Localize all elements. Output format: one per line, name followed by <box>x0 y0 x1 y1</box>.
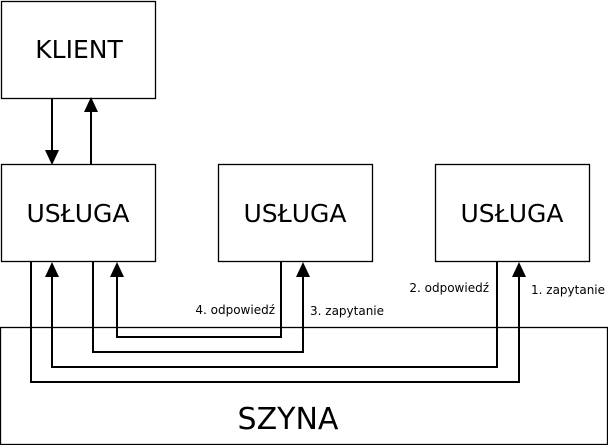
bus-label: SZYNA <box>238 402 339 437</box>
client-label: KLIENT <box>35 35 123 64</box>
request-path-right <box>30 262 520 383</box>
middle-response-label: 4. odpowiedź <box>195 303 275 317</box>
service-left-box <box>0 163 157 263</box>
client-to-service-arrowhead <box>45 150 59 165</box>
service-to-client-arrowhead <box>84 97 98 112</box>
request-middle-arrowhead <box>296 262 310 277</box>
right-response-label: 2. odpowiedź <box>409 281 489 295</box>
response-path-middle <box>116 262 282 338</box>
middle-request-label: 3. zapytanie <box>310 304 384 318</box>
right-request-label: 1. zapytanie <box>531 283 605 297</box>
request-right-arrowhead <box>512 262 526 277</box>
response-path-right <box>51 262 498 368</box>
service-middle-label: USŁUGA <box>244 199 347 228</box>
service-middle-box <box>217 163 374 263</box>
client-box <box>0 0 157 100</box>
service-right-box <box>434 163 591 263</box>
service-left-label: USŁUGA <box>27 199 130 228</box>
response-middle-arrowhead <box>110 262 124 277</box>
service-right-label: USŁUGA <box>461 199 564 228</box>
response-right-arrowhead <box>45 262 59 277</box>
request-path-middle <box>92 262 304 353</box>
